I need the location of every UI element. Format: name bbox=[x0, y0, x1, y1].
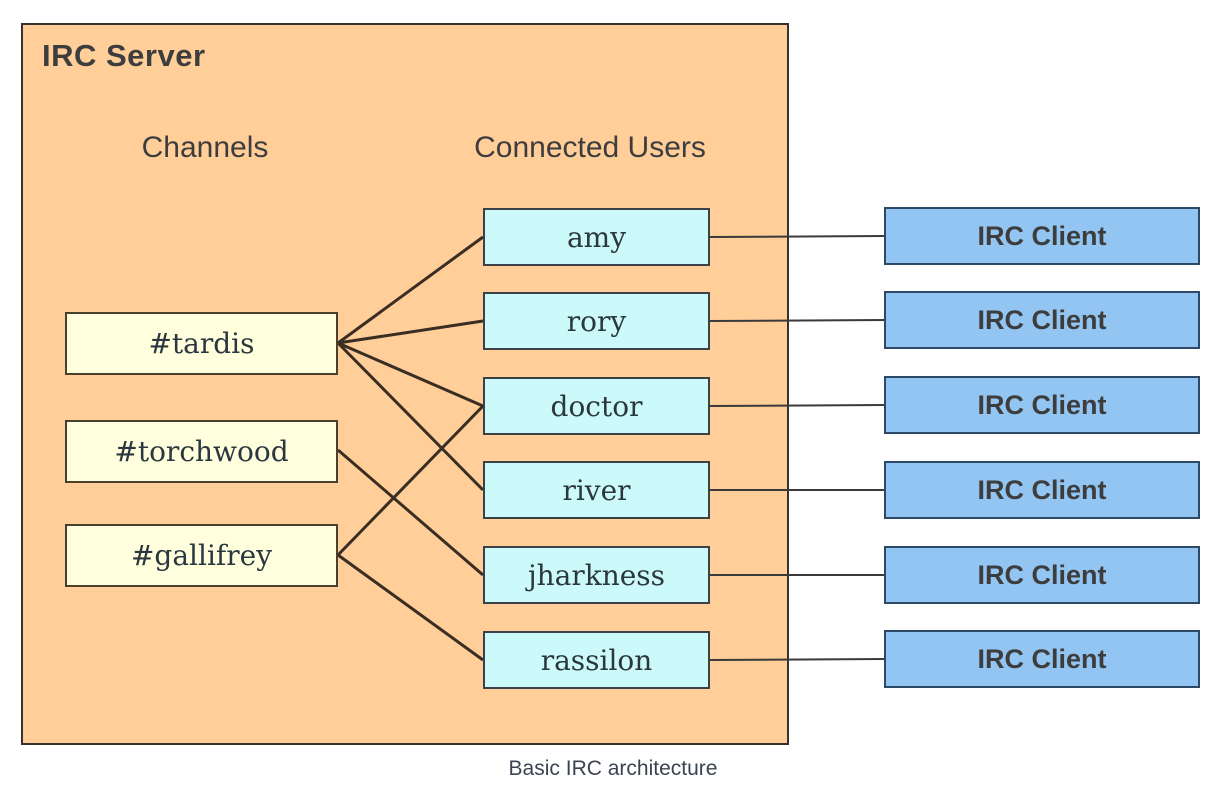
channels-column-header: Channels bbox=[141, 131, 269, 164]
channel-node-gallifrey[interactable]: #gallifrey bbox=[65, 524, 338, 587]
figure-caption: Basic IRC architecture bbox=[508, 757, 718, 780]
irc-client-node-3[interactable]: IRC Client bbox=[884, 376, 1200, 434]
irc-server-title: IRC Server bbox=[42, 38, 206, 73]
irc-client-node-6[interactable]: IRC Client bbox=[884, 630, 1200, 688]
irc-client-node-3-label: IRC Client bbox=[977, 389, 1107, 420]
irc-client-node-5[interactable]: IRC Client bbox=[884, 546, 1200, 604]
user-node-amy[interactable]: amy bbox=[483, 208, 710, 266]
channel-node-torchwood-label: #torchwood bbox=[114, 435, 289, 468]
user-node-amy-label: amy bbox=[566, 220, 627, 254]
channel-node-gallifrey-label: #gallifrey bbox=[130, 539, 273, 572]
irc-client-node-4-label: IRC Client bbox=[977, 474, 1107, 505]
irc-client-node-4[interactable]: IRC Client bbox=[884, 461, 1200, 519]
irc-client-node-1-label: IRC Client bbox=[977, 220, 1107, 251]
irc-client-node-5-label: IRC Client bbox=[977, 559, 1107, 590]
channel-node-tardis[interactable]: #tardis bbox=[65, 312, 338, 375]
user-node-doctor-label: doctor bbox=[550, 389, 643, 423]
user-node-rory[interactable]: rory bbox=[483, 292, 710, 350]
user-node-river-label: river bbox=[562, 473, 631, 507]
user-node-jharkness[interactable]: jharkness bbox=[483, 546, 710, 604]
connected-users-column-header: Connected Users bbox=[474, 131, 706, 164]
irc-client-node-6-label: IRC Client bbox=[977, 643, 1107, 674]
user-node-rassilon-label: rassilon bbox=[540, 643, 653, 677]
irc-client-node-1[interactable]: IRC Client bbox=[884, 207, 1200, 265]
irc-client-node-2-label: IRC Client bbox=[977, 304, 1107, 335]
user-node-rassilon[interactable]: rassilon bbox=[483, 631, 710, 689]
irc-client-node-2[interactable]: IRC Client bbox=[884, 291, 1200, 349]
channel-node-torchwood[interactable]: #torchwood bbox=[65, 420, 338, 483]
user-node-doctor[interactable]: doctor bbox=[483, 377, 710, 435]
user-node-rory-label: rory bbox=[566, 304, 627, 338]
channel-node-tardis-label: #tardis bbox=[148, 327, 255, 360]
user-node-river[interactable]: river bbox=[483, 461, 710, 519]
user-node-jharkness-label: jharkness bbox=[527, 558, 666, 592]
